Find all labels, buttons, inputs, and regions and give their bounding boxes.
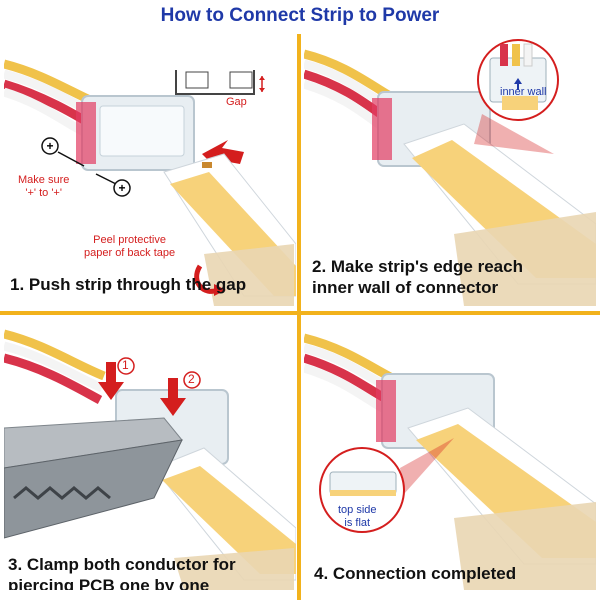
inner-wall-arrow-icon — [514, 78, 522, 84]
svg-text:+: + — [46, 139, 53, 153]
step-1-panel: + + Gap Make sure '+' to '+' Peel protec… — [4, 34, 296, 306]
step-3-caption: 3. Clamp both conductor for piercing PCB… — [8, 555, 236, 590]
step-2-panel: inner wall 2. Make strip's edge reach in… — [304, 34, 596, 306]
page-title: How to Connect Strip to Power — [160, 5, 440, 26]
step-4-caption: 4. Connection completed — [314, 564, 517, 583]
step-1-illustration: + + — [4, 59, 296, 306]
make-sure-label: Make sure '+' to '+' — [18, 174, 70, 199]
vertical-divider — [297, 34, 301, 600]
marker-1: 1 — [122, 358, 129, 372]
step-2-illustration — [304, 39, 596, 306]
step-4-panel: top side is flat 4. Connection completed — [304, 318, 596, 590]
step-2-caption: 2. Make strip's edge reach inner wall of… — [312, 257, 523, 297]
horizontal-divider — [0, 311, 600, 315]
svg-text:+: + — [118, 181, 125, 195]
inner-wall-label: inner wall — [500, 86, 547, 98]
peel-label: Peel protective paper of back tape — [84, 234, 176, 259]
step-1-caption: 1. Push strip through the gap — [10, 275, 247, 294]
peel-arrow-icon — [214, 284, 226, 296]
step-3-illustration — [4, 329, 296, 590]
step-3-panel: 1 2 3. Clamp both conductor for piercing… — [4, 318, 296, 590]
clamp-arrow-2-icon — [160, 378, 186, 416]
step-4-illustration — [304, 333, 596, 590]
clamp-arrow-1-icon — [98, 362, 124, 400]
marker-2: 2 — [188, 372, 195, 386]
top-side-label: top side is flat — [338, 504, 377, 529]
gap-label: Gap — [226, 96, 247, 108]
